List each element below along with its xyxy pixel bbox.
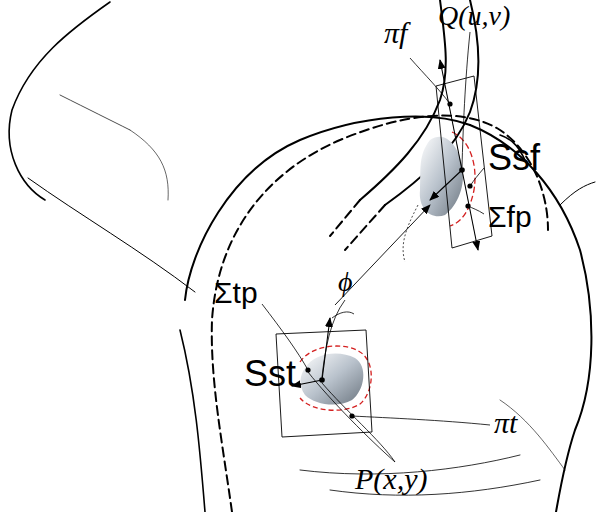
contour-label: Σfp: [488, 202, 532, 232]
plane-label: πt: [494, 408, 517, 438]
surface-label: Ssf: [488, 140, 540, 176]
point-label: P(x,y): [355, 464, 427, 494]
point-label: Q(u,v): [438, 2, 510, 30]
contour-label: Σtp: [214, 278, 258, 308]
surface-label: Sst: [244, 356, 296, 392]
plane-label: πf: [384, 18, 407, 48]
angle-label: ϕ: [338, 268, 353, 296]
